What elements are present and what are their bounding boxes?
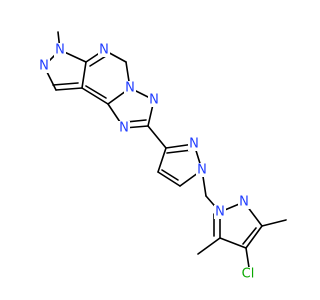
nitrogen-atom: N bbox=[189, 137, 199, 152]
bond bbox=[157, 147, 167, 173]
nitrogen-atom: N bbox=[215, 205, 225, 220]
atom-mask bbox=[148, 93, 160, 107]
bond bbox=[89, 55, 107, 67]
bond bbox=[166, 149, 193, 154]
bond bbox=[55, 87, 83, 91]
atom-layer: N N N N N N N N N N Cl bbox=[38, 43, 257, 282]
atom-mask bbox=[124, 81, 136, 95]
nitrogen-atom: N bbox=[119, 121, 129, 136]
atom-mask bbox=[38, 59, 50, 73]
atom-mask bbox=[54, 43, 66, 57]
bond bbox=[219, 237, 247, 249]
bond bbox=[242, 227, 257, 245]
molecule-diagram: N N N N N N N N N N Cl bbox=[38, 31, 287, 282]
atom-mask bbox=[188, 137, 200, 151]
atom-mask bbox=[196, 163, 208, 177]
chlorine-atom: Cl bbox=[242, 267, 255, 282]
bond bbox=[197, 237, 221, 255]
atom-mask bbox=[98, 43, 110, 57]
atom-mask bbox=[214, 205, 226, 219]
bond bbox=[81, 87, 109, 105]
atom-mask bbox=[239, 267, 257, 281]
bond bbox=[147, 125, 167, 149]
bond-layer bbox=[43, 31, 287, 275]
bond bbox=[52, 82, 79, 86]
nitrogen-atom: N bbox=[39, 59, 49, 74]
nitrogen-atom: N bbox=[55, 43, 65, 58]
bond bbox=[157, 171, 181, 187]
nitrogen-atom: N bbox=[125, 81, 135, 96]
nitrogen-atom: N bbox=[239, 195, 249, 210]
atom-mask bbox=[118, 121, 130, 135]
structure-canvas: N N N N N N N N N N Cl bbox=[38, 31, 287, 282]
bond bbox=[161, 169, 179, 181]
bond bbox=[261, 219, 287, 227]
nitrogen-atom: N bbox=[99, 43, 109, 58]
bond bbox=[245, 225, 263, 249]
bond bbox=[85, 85, 107, 99]
nitrogen-atom: N bbox=[149, 93, 159, 108]
bond bbox=[81, 61, 87, 89]
atom-mask bbox=[238, 195, 250, 209]
nitrogen-atom: N bbox=[197, 163, 207, 178]
